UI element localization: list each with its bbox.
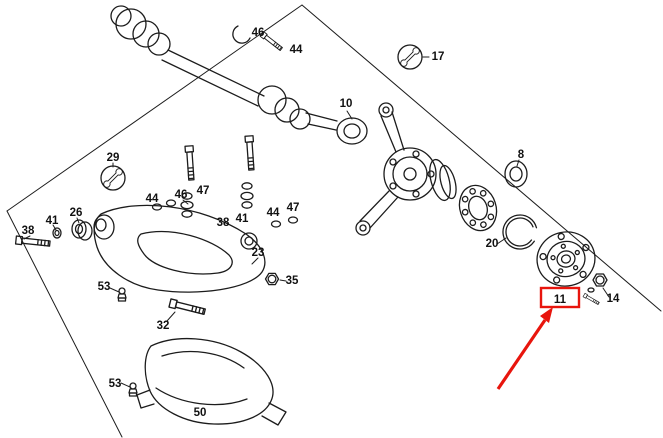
pointer-arrow-line xyxy=(496,319,547,390)
part-label-10: 10 xyxy=(340,98,353,110)
part-label-17: 17 xyxy=(432,51,445,63)
grease-fitting xyxy=(117,287,127,302)
part-label-35: 35 xyxy=(286,275,299,287)
hub-nut xyxy=(587,273,608,293)
wheel-carrier xyxy=(355,102,457,236)
part-label-47-2: 47 xyxy=(287,202,300,214)
part-label-29: 29 xyxy=(107,152,120,164)
snap-ring xyxy=(502,214,538,250)
part-label-41: 41 xyxy=(46,215,59,227)
part-label-20: 20 xyxy=(486,238,499,250)
part-label-50: 50 xyxy=(194,407,207,419)
wrench-icon xyxy=(100,165,126,191)
part-label-47: 47 xyxy=(197,185,210,197)
lower-control-arm xyxy=(93,204,266,293)
wheel-bearing xyxy=(458,184,498,232)
part-label-11: 11 xyxy=(554,294,567,306)
part-label-46-2: 46 xyxy=(175,189,188,201)
leader-lines xyxy=(23,56,610,388)
part-label-38: 38 xyxy=(22,225,35,237)
wheel-hub xyxy=(536,231,596,287)
part-label-32: 32 xyxy=(157,320,170,332)
part-label-44: 44 xyxy=(290,44,303,56)
grease-fitting xyxy=(128,382,138,397)
part-label-26: 26 xyxy=(70,207,83,219)
part-label-8: 8 xyxy=(518,149,525,161)
screw xyxy=(582,292,601,306)
retaining-clip xyxy=(232,25,251,44)
part-label-38-2: 38 xyxy=(217,217,230,229)
highlight-box xyxy=(539,286,581,309)
part-label-44-2: 44 xyxy=(146,193,159,205)
diagram-frame xyxy=(6,4,662,438)
cover-plate xyxy=(136,337,287,426)
part-label-44-3: 44 xyxy=(267,207,280,219)
part-label-41-2: 41 xyxy=(236,213,249,225)
part-label-14: 14 xyxy=(607,293,620,305)
part-label-46: 46 xyxy=(252,27,265,39)
wrench-icon xyxy=(397,44,423,70)
drive-axle xyxy=(110,5,338,131)
arm-fasteners xyxy=(14,135,299,317)
pointer-arrowhead xyxy=(540,307,553,323)
highlight-annotation xyxy=(496,286,581,390)
bearing-ring xyxy=(336,117,368,145)
part-label-23: 23 xyxy=(252,247,265,259)
part-label-53: 53 xyxy=(98,281,111,293)
bushing xyxy=(504,160,528,188)
part-label-53-2: 53 xyxy=(109,378,122,390)
